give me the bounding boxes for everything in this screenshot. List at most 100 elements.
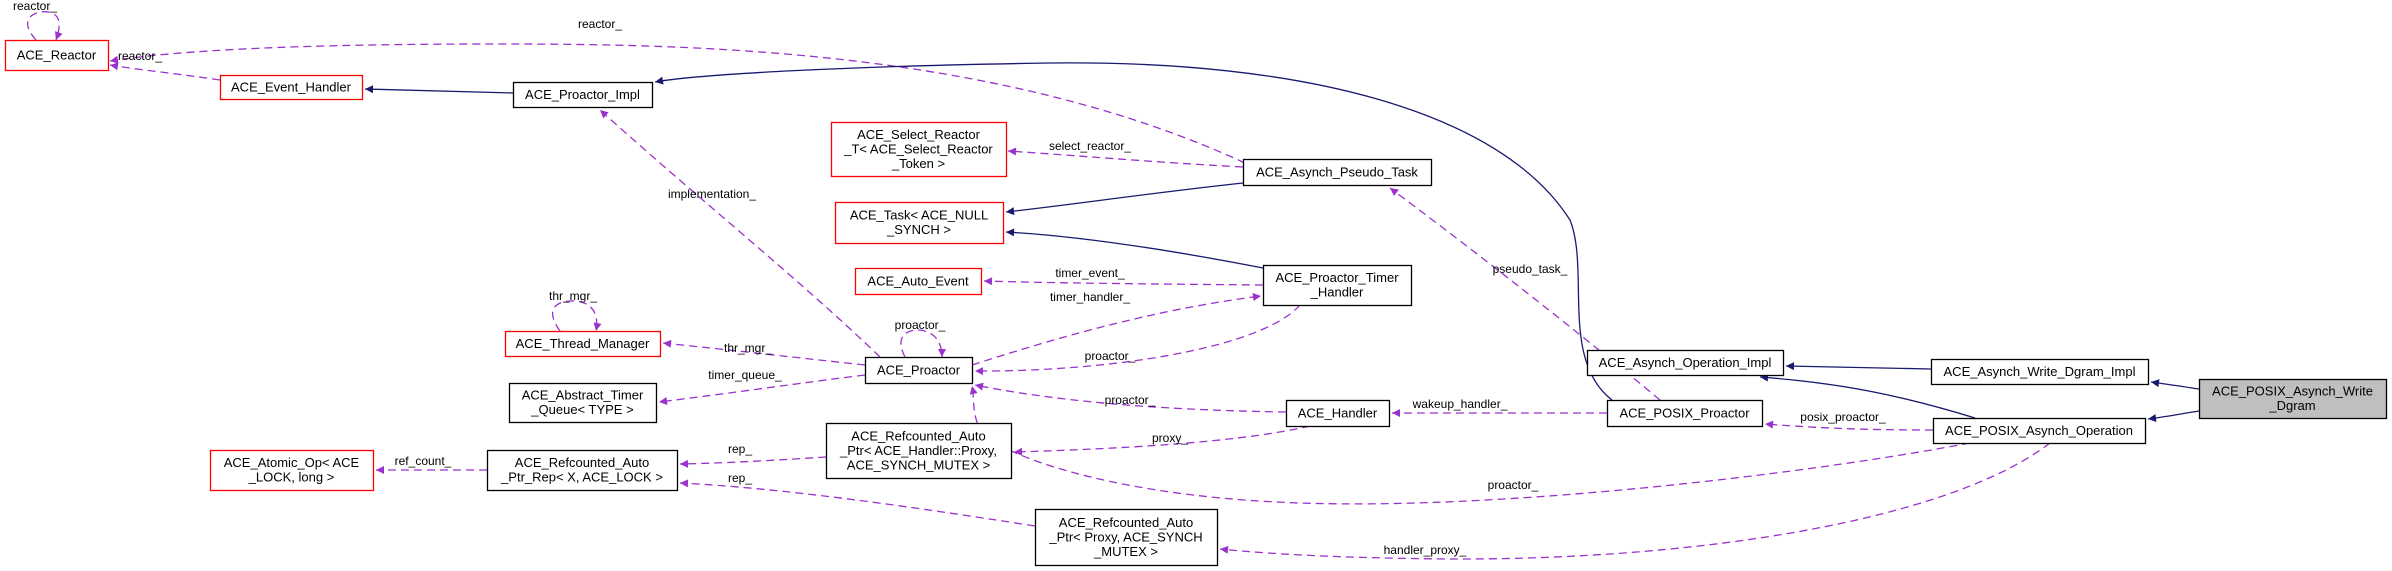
usage-edge-proactor-to-timer-handler bbox=[971, 293, 1262, 366]
usage-edge-handler-to-refcounted-handler-proxy bbox=[1013, 425, 1311, 456]
class-box[interactable] bbox=[2198, 378, 2388, 420]
class-name-text: ACE_Proactor_Timer bbox=[1275, 270, 1399, 285]
class-name-text: ACE_Handler bbox=[1298, 405, 1378, 420]
class-box[interactable] bbox=[504, 330, 662, 358]
class-node-thread-manager[interactable]: ACE_Thread_Manager bbox=[504, 330, 662, 358]
class-name-text: _Ptr< ACE_Handler::Proxy, bbox=[839, 443, 997, 458]
inheritance-edge-write-dgram-impl-to-asynch-operation-impl bbox=[1785, 362, 1932, 371]
class-name-text: ACE_Asynch_Write_Dgram_Impl bbox=[1944, 364, 2136, 379]
edge-label: posix_proactor_ bbox=[1800, 410, 1886, 424]
edge-label: proactor_ bbox=[895, 318, 946, 332]
inheritance-edge-posix-asynch-write-dgram-to-write-dgram-impl bbox=[2150, 379, 2200, 390]
inheritance-edge-timer-handler-to-task bbox=[1005, 228, 1264, 269]
class-name-text: _Queue< TYPE > bbox=[530, 402, 633, 417]
edge-label: thr_mgr_ bbox=[549, 289, 597, 303]
class-node-refcounted-rep[interactable]: ACE_Refcounted_Auto_Ptr_Rep< X, ACE_LOCK… bbox=[486, 449, 679, 492]
class-name-text: ACE_Select_Reactor bbox=[857, 127, 981, 142]
edge-label: ref_count_ bbox=[395, 454, 452, 468]
class-name-text: _Ptr_Rep< X, ACE_LOCK > bbox=[500, 470, 663, 485]
class-box[interactable] bbox=[209, 449, 375, 492]
class-name-text: _Ptr< Proxy, ACE_SYNCH bbox=[1048, 529, 1202, 544]
class-box[interactable] bbox=[1586, 349, 1785, 377]
edge-label: reactor_ bbox=[13, 0, 57, 13]
edge-label: timer_event_ bbox=[1055, 266, 1125, 280]
class-box[interactable] bbox=[834, 201, 1005, 245]
edge-label: pseudo_task_ bbox=[1493, 262, 1568, 276]
class-box[interactable] bbox=[1262, 264, 1413, 307]
class-box[interactable] bbox=[1932, 417, 2147, 445]
usage-edge-proactor-to-thread-manager bbox=[662, 339, 866, 366]
edge-label: proactor_ bbox=[1085, 349, 1136, 363]
class-name-text: ACE_Reactor bbox=[17, 47, 97, 62]
class-node-refcounted-handler-proxy[interactable]: ACE_Refcounted_Auto_Ptr< ACE_Handler::Pr… bbox=[825, 422, 1013, 480]
class-name-text: ACE_Refcounted_Auto bbox=[1059, 515, 1193, 530]
class-node-write-dgram-impl[interactable]: ACE_Asynch_Write_Dgram_Impl bbox=[1930, 358, 2150, 386]
class-box[interactable] bbox=[508, 382, 658, 424]
inheritance-edge-posix-asynch-operation-to-asynch-operation-impl bbox=[1759, 373, 1976, 419]
class-name-text: _Token > bbox=[891, 156, 945, 171]
class-node-asynch-operation-impl[interactable]: ACE_Asynch_Operation_Impl bbox=[1586, 349, 1785, 377]
class-node-timer-handler[interactable]: ACE_Proactor_Timer_Handler bbox=[1262, 264, 1413, 307]
usage-edge-timer-handler-to-proactor bbox=[974, 304, 1301, 376]
class-box[interactable] bbox=[1034, 508, 1219, 567]
edge-label: proactor_ bbox=[1488, 478, 1539, 492]
class-box[interactable] bbox=[854, 267, 983, 296]
class-node-refcounted-proxy[interactable]: ACE_Refcounted_Auto_Ptr< Proxy, ACE_SYNC… bbox=[1034, 508, 1219, 567]
class-node-posix-proactor[interactable]: ACE_POSIX_Proactor bbox=[1606, 399, 1764, 428]
class-node-reactor[interactable]: ACE_Reactor bbox=[4, 39, 110, 72]
edge-label: implementation_ bbox=[668, 187, 756, 201]
usage-edge-reactor-to-reactor bbox=[26, 11, 63, 41]
class-name-text: ACE_Asynch_Operation_Impl bbox=[1599, 355, 1772, 370]
class-name-text: _LOCK, long > bbox=[248, 470, 335, 485]
class-name-text: ACE_Refcounted_Auto bbox=[515, 455, 649, 470]
class-name-text: ACE_Auto_Event bbox=[867, 273, 969, 288]
class-name-text: ACE_Abstract_Timer bbox=[522, 388, 644, 403]
class-node-posix-asynch-write-dgram[interactable]: ACE_POSIX_Asynch_Write_Dgram bbox=[2198, 378, 2388, 420]
class-node-auto-event[interactable]: ACE_Auto_Event bbox=[854, 267, 983, 296]
class-box[interactable] bbox=[1242, 158, 1433, 187]
class-name-text: ACE_POSIX_Asynch_Operation bbox=[1945, 423, 2133, 438]
class-node-pseudo-task[interactable]: ACE_Asynch_Pseudo_Task bbox=[1242, 158, 1433, 187]
class-node-task[interactable]: ACE_Task< ACE_NULL_SYNCH > bbox=[834, 201, 1005, 245]
usage-edge-proactor-to-abstract-timer-queue bbox=[658, 374, 866, 405]
class-box[interactable] bbox=[864, 356, 974, 385]
class-box[interactable] bbox=[825, 422, 1013, 480]
class-node-atomic-op[interactable]: ACE_Atomic_Op< ACE_LOCK, long > bbox=[209, 449, 375, 492]
class-node-abstract-timer-queue[interactable]: ACE_Abstract_Timer_Queue< TYPE > bbox=[508, 382, 658, 424]
class-box[interactable] bbox=[512, 81, 654, 109]
usage-edge-posix-asynch-operation-to-posix-proactor bbox=[1764, 420, 1934, 431]
class-node-event-handler[interactable]: ACE_Event_Handler bbox=[219, 74, 364, 101]
usage-edge-posix-asynch-operation-to-refcounted-proxy bbox=[1219, 442, 2051, 560]
class-box[interactable] bbox=[486, 449, 679, 492]
edge-label: reactor_ bbox=[118, 49, 162, 63]
class-node-posix-asynch-operation[interactable]: ACE_POSIX_Asynch_Operation bbox=[1932, 417, 2147, 445]
class-box[interactable] bbox=[830, 121, 1008, 178]
class-box[interactable] bbox=[1930, 358, 2150, 386]
class-name-text: _MUTEX > bbox=[1093, 544, 1158, 559]
edge-label: select_reactor_ bbox=[1049, 139, 1131, 153]
edge-label: rep_ bbox=[728, 471, 752, 485]
usage-edge-proactor-to-proactor bbox=[900, 329, 946, 358]
class-name-text: ACE_POSIX_Proactor bbox=[1619, 405, 1750, 420]
edge-label: proxy_ bbox=[1152, 431, 1188, 445]
class-box[interactable] bbox=[219, 74, 364, 101]
class-box[interactable] bbox=[4, 39, 110, 72]
usage-edge-refcounted-proxy-to-refcounted-rep bbox=[679, 479, 1036, 527]
class-node-select-reactor[interactable]: ACE_Select_Reactor_T< ACE_Select_Reactor… bbox=[830, 121, 1008, 178]
class-node-proactor[interactable]: ACE_Proactor bbox=[864, 356, 974, 385]
class-name-text: ACE_SYNCH_MUTEX > bbox=[847, 457, 990, 472]
class-name-text: ACE_Event_Handler bbox=[231, 79, 352, 94]
edge-label: reactor_ bbox=[578, 17, 622, 31]
class-box[interactable] bbox=[1606, 399, 1764, 428]
class-name-text: ACE_Proactor bbox=[877, 362, 961, 377]
class-name-text: _T< ACE_Select_Reactor bbox=[843, 141, 993, 156]
usage-edge-proactor-to-proactor-impl bbox=[599, 109, 881, 358]
usage-edge-refcounted-handler-proxy-to-refcounted-rep bbox=[679, 456, 827, 468]
inheritance-edge-posix-proactor-to-proactor-impl bbox=[654, 62, 1613, 401]
class-box[interactable] bbox=[1285, 399, 1391, 428]
class-node-handler[interactable]: ACE_Handler bbox=[1285, 399, 1391, 428]
usage-edge-event-handler-to-reactor bbox=[109, 62, 221, 81]
class-node-proactor-impl[interactable]: ACE_Proactor_Impl bbox=[512, 81, 654, 109]
edge-label: wakeup_handler_ bbox=[1412, 397, 1508, 411]
